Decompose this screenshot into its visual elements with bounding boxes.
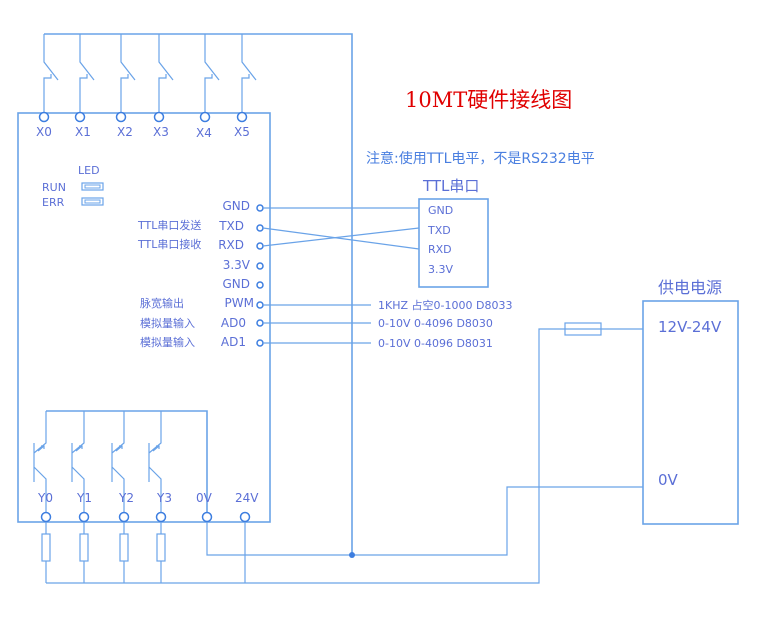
pin-ad1-label: AD1: [221, 335, 246, 349]
label-x2: X2: [117, 125, 133, 139]
input-switches: [43, 34, 257, 113]
terminal-ad1: [256, 339, 264, 347]
diagram-title: 10MT硬件接线图: [405, 88, 572, 112]
wire-0v-return: [206, 486, 643, 556]
terminal-x3: [153, 111, 165, 123]
label-y1: Y1: [76, 491, 92, 505]
transistor-y1: [71, 411, 85, 517]
input-switch-x0: [43, 34, 59, 113]
load-y3: [156, 533, 166, 562]
label-y3: Y3: [156, 491, 172, 505]
label-0v: 0V: [196, 491, 213, 505]
spec-pwm: 1KHZ 占空0-1000 D8033: [378, 298, 512, 312]
pin-rxd-label: RXD: [218, 238, 244, 252]
label-x0: X0: [36, 125, 52, 139]
terminal-x2: [115, 111, 127, 123]
power-supply-negative: 0V: [658, 471, 679, 489]
pin-ad0-desc: 模拟量输入: [140, 316, 195, 330]
load-y0: [41, 533, 51, 562]
led-err-indicator: [81, 197, 104, 206]
spec-ad0: 0-10V 0-4096 D8030: [378, 317, 493, 330]
pin-pwm-label: PWM: [225, 296, 254, 310]
transistor-y2: [111, 411, 125, 517]
ttl-port-title: TTL串口: [422, 177, 479, 195]
input-common-bus: [44, 33, 353, 555]
pin-gnd-2-label: GND: [222, 277, 250, 291]
label-24v: 24V: [235, 491, 259, 505]
input-switch-x3: [158, 34, 174, 113]
label-x4: X4: [196, 126, 212, 140]
power-supply-title: 供电电源: [658, 278, 722, 297]
input-switch-x5: [241, 34, 257, 113]
terminal-y2: [118, 511, 130, 523]
terminal-ad0: [256, 319, 264, 327]
label-y2: Y2: [118, 491, 134, 505]
spec-ad1: 0-10V 0-4096 D8031: [378, 337, 493, 350]
power-supply-positive: 12V-24V: [658, 318, 722, 336]
terminal-y3: [155, 511, 167, 523]
terminal-3v3: [256, 262, 264, 270]
pin-txd-desc: TTL串口发送: [137, 218, 201, 232]
pin-pwm-desc: 脉宽输出: [140, 296, 184, 310]
power-supply-box: [642, 300, 739, 525]
led-run-indicator: [81, 182, 104, 191]
label-x5: X5: [234, 125, 250, 139]
input-switch-x4: [204, 34, 220, 113]
input-switch-x1: [79, 34, 95, 113]
terminal-pwm: [256, 301, 264, 309]
pin-ad1-desc: 模拟量输入: [140, 335, 195, 349]
load-y2: [119, 533, 129, 562]
terminal-gnd-1: [256, 204, 264, 212]
ttl-pin-3v3: 3.3V: [428, 263, 453, 276]
ttl-port-box: [418, 198, 489, 288]
label-y0: Y0: [37, 491, 53, 505]
terminal-x5: [236, 111, 248, 123]
terminal-txd: [256, 224, 264, 232]
led-err-label: ERR: [42, 196, 65, 209]
output-loads: [41, 522, 166, 583]
label-x1: X1: [75, 125, 91, 139]
led-run-label: RUN: [42, 181, 66, 194]
terminal-y0: [40, 511, 52, 523]
wire-txd-to-ttl-rxd: [262, 227, 420, 250]
terminal-x0: [38, 111, 50, 123]
ttl-pin-txd: TXD: [427, 224, 451, 237]
terminal-24v: [239, 511, 251, 523]
output-common-bus: [46, 410, 208, 512]
plc-controller-box: [17, 112, 271, 523]
pin-3v3-label: 3.3V: [223, 258, 251, 272]
fuse: [564, 322, 602, 336]
junction-dot: [349, 552, 355, 558]
label-x3: X3: [153, 125, 169, 139]
transistor-y3: [148, 411, 162, 517]
pin-ad0-label: AD0: [221, 316, 246, 330]
pin-rxd-desc: TTL串口接收: [137, 237, 201, 251]
input-switch-x2: [120, 34, 136, 113]
terminal-x1: [74, 111, 86, 123]
transistor-y0: [33, 411, 47, 517]
pin-txd-label: TXD: [218, 219, 244, 233]
terminal-gnd-2: [256, 281, 264, 289]
wire-24v-bus: [46, 328, 643, 584]
ttl-level-note: 注意:使用TTL电平，不是RS232电平: [366, 150, 595, 167]
terminal-rxd: [256, 242, 264, 250]
ttl-pin-gnd: GND: [428, 204, 453, 217]
load-y1: [79, 533, 89, 562]
terminal-x4: [199, 111, 211, 123]
led-title: LED: [78, 164, 100, 177]
terminal-0v: [201, 511, 213, 523]
ttl-pin-rxd: RXD: [428, 243, 452, 256]
pin-gnd-1-label: GND: [222, 199, 250, 213]
wire-rxd-to-ttl-txd: [262, 227, 420, 247]
terminal-y1: [78, 511, 90, 523]
output-transistors: [33, 411, 162, 517]
